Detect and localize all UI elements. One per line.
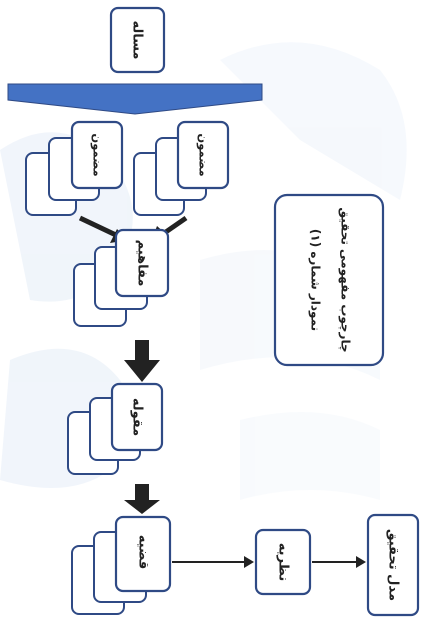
content-left-stack: مضمون [25,120,124,216]
thick-arrow-2 [124,484,160,514]
caption-line-2: چارچوب مفهومی تحقیق [338,207,353,352]
thick-arrow-1 [124,340,160,382]
caption-line-1: نمودار شماره (۱) [308,229,323,331]
arrow-theory-to-model [312,556,366,568]
research-model-node: مدل تحقیق [366,513,420,617]
problem-node: مساله [109,6,166,74]
content-right-stack: مضمون [133,120,230,216]
arrow-proposition-to-theory [172,556,254,568]
research-model-label: مدل تحقیق [386,529,401,601]
caption-box: نمودار شماره (۱) چارچوب مفهومی تحقیق [273,193,385,367]
theory-label: نظریه [276,543,291,581]
category-label: مقوله [130,398,145,436]
theory-node: نظریه [254,528,312,596]
main-down-arrow [7,83,263,115]
content-right-label: مضمون [196,133,211,176]
category-stack: مقوله [67,382,164,475]
content-left-label: مضمون [90,133,105,176]
concepts-label: مفاهیم [135,240,150,287]
proposition-label: قضیه [136,535,151,570]
problem-label: مساله [130,21,145,60]
concepts-stack: مفاهیم [73,228,170,327]
proposition-stack: قضیه [71,515,172,615]
